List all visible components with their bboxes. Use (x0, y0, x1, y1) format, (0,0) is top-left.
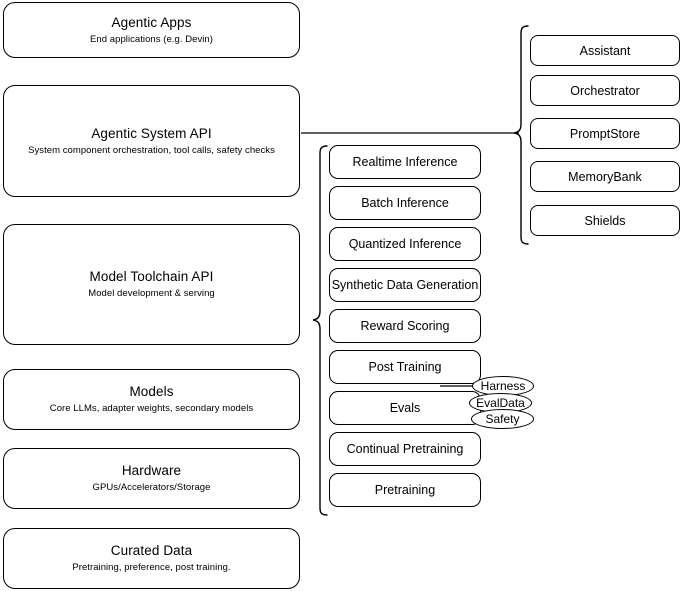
system-item-memorybank[interactable]: MemoryBank (530, 161, 680, 192)
system-item-label: PromptStore (569, 126, 641, 141)
layer-subtitle: End applications (e.g. Devin) (90, 33, 213, 45)
layer-subtitle: Model development & serving (88, 288, 215, 299)
right-brace (513, 25, 529, 245)
eval-pill-safety[interactable]: Safety (471, 409, 534, 429)
system-item-shields[interactable]: Shields (530, 205, 680, 236)
eval-pill-harness[interactable]: Harness (472, 376, 534, 396)
layer-title: Models (129, 384, 174, 399)
layer-subtitle: System component orchestration, tool cal… (28, 144, 275, 156)
layer-models[interactable]: Models Core LLMs, adapter weights, secon… (3, 369, 300, 430)
system-item-label: Orchestrator (570, 83, 640, 98)
toolchain-item-synthetic-data-generation[interactable]: Synthetic Data Generation (329, 268, 481, 302)
toolchain-item-continual-pretraining[interactable]: Continual Pretraining (329, 432, 481, 466)
layer-model-toolchain-api[interactable]: Model Toolchain API Model development & … (3, 224, 300, 345)
system-item-label: Assistant (579, 43, 631, 58)
toolchain-item-label: Realtime Inference (352, 155, 458, 169)
layer-title: Curated Data (110, 543, 193, 558)
system-item-label: MemoryBank (568, 169, 642, 184)
toolchain-item-label: Quantized Inference (348, 237, 462, 251)
eval-pill-label: Safety (485, 412, 520, 426)
layer-title: Agentic Apps (111, 14, 192, 30)
layer-title: Agentic System API (91, 125, 212, 141)
toolchain-item-label: Batch Inference (361, 196, 449, 210)
toolchain-item-post-training[interactable]: Post Training (329, 350, 481, 384)
system-item-promptstore[interactable]: PromptStore (530, 118, 680, 149)
toolchain-item-label: Continual Pretraining (346, 442, 464, 456)
eval-pill-evaldata[interactable]: EvalData (469, 393, 532, 413)
layer-agentic-system-api[interactable]: Agentic System API System component orch… (3, 85, 300, 197)
toolchain-item-label: Evals (389, 401, 421, 415)
middle-brace (312, 145, 328, 516)
system-item-orchestrator[interactable]: Orchestrator (530, 75, 680, 106)
layer-title: Model Toolchain API (89, 269, 214, 284)
toolchain-item-evals[interactable]: Evals (329, 391, 481, 425)
layer-title: Hardware (121, 463, 182, 478)
layer-agentic-apps[interactable]: Agentic Apps End applications (e.g. Devi… (3, 2, 300, 58)
eval-pill-label: Harness (480, 379, 526, 393)
system-item-label: Shields (584, 213, 626, 228)
system-item-assistant[interactable]: Assistant (530, 35, 680, 66)
toolchain-item-pretraining[interactable]: Pretraining (329, 473, 481, 507)
toolchain-item-reward-scoring[interactable]: Reward Scoring (329, 309, 481, 343)
toolchain-item-label: Post Training (368, 360, 442, 374)
eval-pill-label: EvalData (476, 396, 525, 410)
toolchain-item-label: Synthetic Data Generation (331, 278, 479, 292)
toolchain-item-realtime-inference[interactable]: Realtime Inference (329, 145, 481, 179)
layer-subtitle: Pretraining, preference, post training. (72, 562, 231, 573)
layer-subtitle: Core LLMs, adapter weights, secondary mo… (49, 403, 254, 414)
toolchain-item-label: Pretraining (374, 483, 436, 497)
layer-subtitle: GPUs/Accelerators/Storage (92, 482, 211, 493)
layer-curated-data[interactable]: Curated Data Pretraining, preference, po… (3, 528, 300, 589)
toolchain-item-label: Reward Scoring (360, 319, 450, 333)
layer-hardware[interactable]: Hardware GPUs/Accelerators/Storage (3, 448, 300, 509)
toolchain-item-batch-inference[interactable]: Batch Inference (329, 186, 481, 220)
toolchain-item-quantized-inference[interactable]: Quantized Inference (329, 227, 481, 261)
